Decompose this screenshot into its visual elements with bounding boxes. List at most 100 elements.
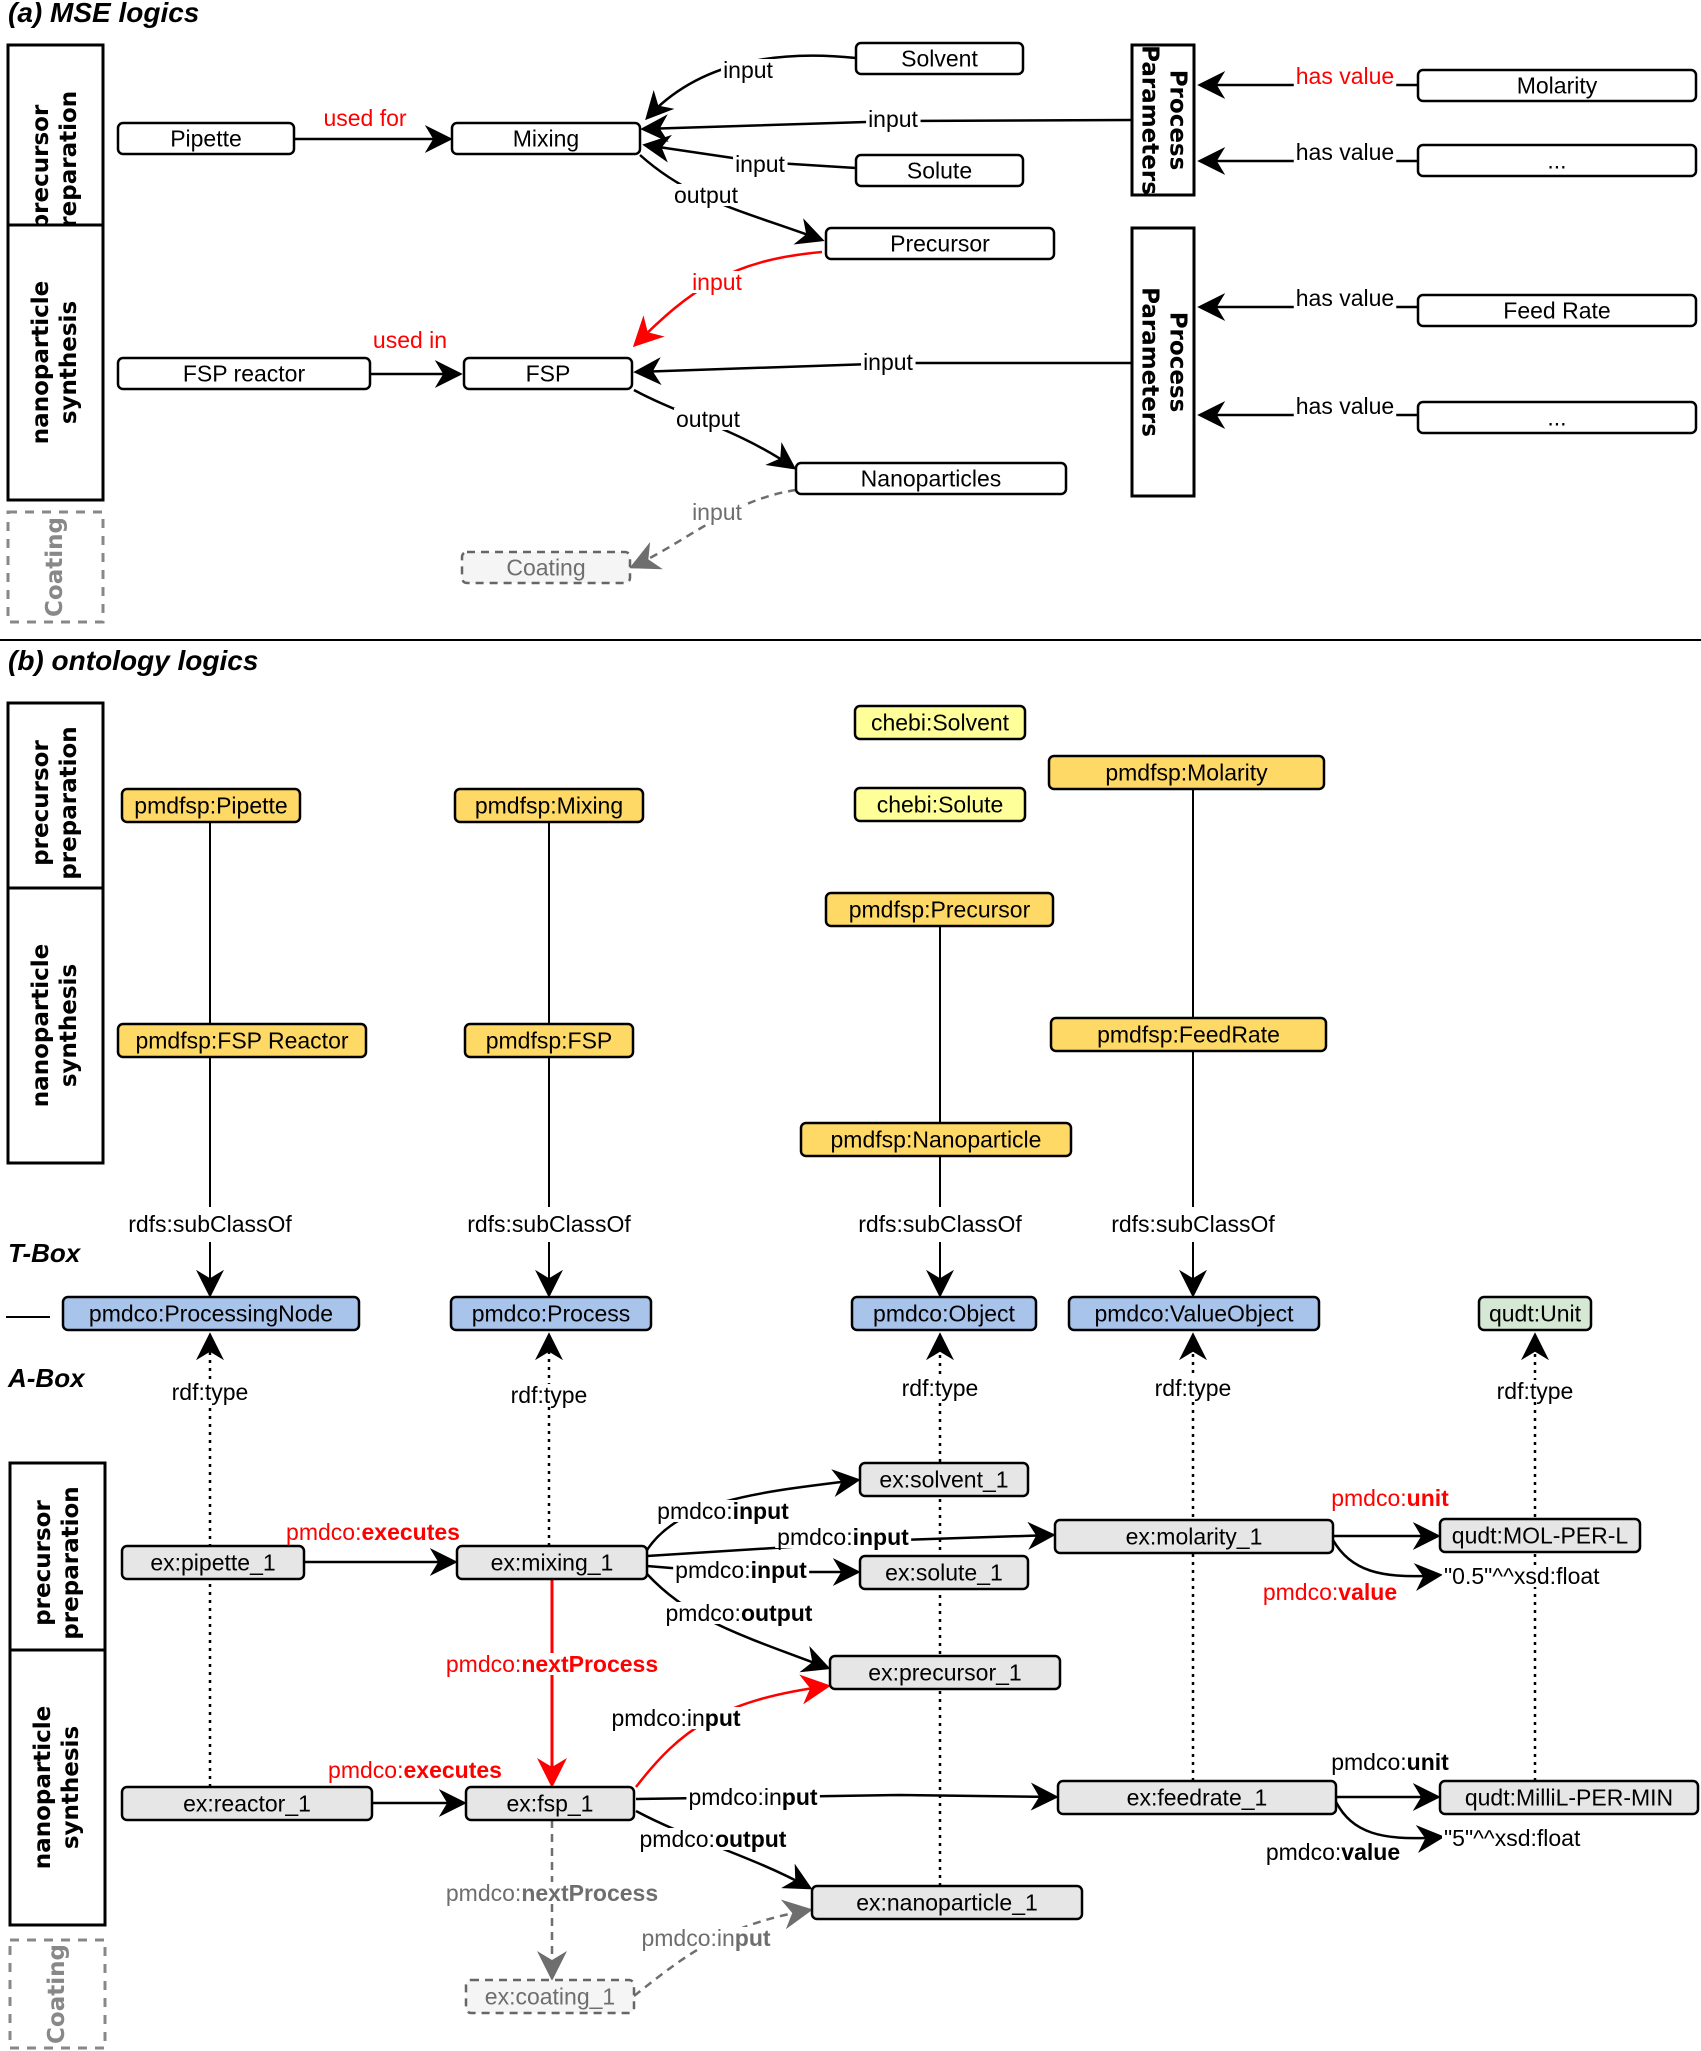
instance-ex-pipette-1[interactable]: ex:pipette_1 xyxy=(120,1544,306,1581)
label-prefix: pmdco:in xyxy=(611,1705,704,1731)
label-bold: input xyxy=(733,1498,790,1524)
instance-ex-mixing-1[interactable]: ex:mixing_1 xyxy=(455,1544,649,1581)
label-bg xyxy=(443,1653,661,1675)
instance-ex-reactor-1[interactable]: ex:reactor_1 xyxy=(120,1785,374,1822)
lane-label: synthesis xyxy=(56,301,82,424)
node-label: ex:coating_1 xyxy=(485,1984,615,2010)
class-pmdfsp-pipette[interactable]: pmdfsp:Pipette xyxy=(120,787,302,824)
lane-label: Process xyxy=(1165,70,1191,171)
instance-qudt-millil-per-min[interactable]: qudt:MilliL-PER-MIN xyxy=(1438,1779,1700,1816)
mse-node-fsp[interactable]: FSP xyxy=(462,356,634,391)
node-box xyxy=(854,41,1025,76)
rdf-type-label: rdf:type xyxy=(172,1379,249,1405)
class-pmdfsp-nanoparticle[interactable]: pmdfsp:Nanoparticle xyxy=(799,1121,1073,1158)
mse-node-nanoparticles[interactable]: Nanoparticles xyxy=(794,461,1068,496)
mse-node-fsp-reactor[interactable]: FSP reactor xyxy=(116,356,372,391)
lane-box xyxy=(8,1461,107,1665)
label-bg xyxy=(1152,1377,1234,1399)
node-label: ex:mixing_1 xyxy=(491,1550,614,1576)
label-bg xyxy=(866,108,921,130)
node-label: chebi:Solvent xyxy=(871,710,1010,736)
instance-ex-solvent-1[interactable]: ex:solvent_1 xyxy=(858,1461,1030,1498)
node-label: FSP reactor xyxy=(183,361,306,387)
class-pmdco-processingnode[interactable]: pmdco:ProcessingNode xyxy=(61,1295,361,1332)
node-box xyxy=(1477,1295,1593,1332)
class-pmdfsp-mixing[interactable]: pmdfsp:Mixing xyxy=(453,787,645,824)
class-pmdfsp-precursor[interactable]: pmdfsp:Precursor xyxy=(824,891,1055,928)
lane-label: preparation xyxy=(56,726,82,879)
label-bg xyxy=(733,153,788,175)
node-box xyxy=(453,787,645,824)
mse-node-solute[interactable]: Solute xyxy=(854,153,1025,188)
instance-ex-solute-1[interactable]: ex:solute_1 xyxy=(858,1554,1030,1591)
class-pmdco-process[interactable]: pmdco:Process xyxy=(449,1295,653,1332)
instance-ex-fsp-1[interactable]: ex:fsp_1 xyxy=(464,1785,636,1822)
node-box xyxy=(1438,1517,1642,1554)
node-label: ex:solvent_1 xyxy=(879,1467,1008,1493)
node-label: pmdfsp:FSP Reactor xyxy=(135,1028,348,1054)
label-bg xyxy=(856,1213,1025,1235)
mse-node-feed-rate[interactable]: Feed Rate xyxy=(1416,293,1698,328)
node-label: ex:solute_1 xyxy=(885,1560,1003,1586)
mse-node-ellipsis1[interactable]: ... xyxy=(1416,143,1698,178)
mse-node-mixing[interactable]: Mixing xyxy=(450,121,642,156)
mse-node-coating[interactable]: Coating xyxy=(460,550,632,585)
mse-node-precursor[interactable]: Precursor xyxy=(824,226,1056,261)
edge-label-e-hv-ell2: has value xyxy=(1296,393,1394,419)
section-a-title: (a) MSE logics xyxy=(8,0,199,28)
label-bg xyxy=(1442,1565,1603,1587)
relation-label-r-in-solvent: pmdco:input xyxy=(657,1498,789,1524)
class-pmdfsp-fsp[interactable]: pmdfsp:FSP xyxy=(463,1022,635,1059)
node-box xyxy=(810,1884,1084,1921)
mse-node-pipette[interactable]: Pipette xyxy=(116,121,296,156)
mse-node-ellipsis2[interactable]: ... xyxy=(1416,400,1698,435)
literal-0-5-float: "0.5"^^xsd:float xyxy=(1444,1563,1600,1589)
edge-precursor-input xyxy=(632,250,823,348)
node-box xyxy=(853,786,1027,823)
node-box xyxy=(120,1785,374,1822)
class-chebi-solute[interactable]: chebi:Solute xyxy=(853,786,1027,823)
edge-label-coating-input: input xyxy=(692,499,742,525)
node-label: Pipette xyxy=(170,126,242,152)
relation-label-r-next2: pmdco:nextProcess xyxy=(446,1880,658,1906)
label-bold: put xyxy=(705,1705,741,1731)
class-chebi-solvent[interactable]: chebi:Solvent xyxy=(853,704,1027,741)
class-pmdco-object[interactable]: pmdco:Object xyxy=(850,1295,1038,1332)
relation-label-r-in-prec: pmdco:input xyxy=(611,1705,740,1731)
node-label: ex:precursor_1 xyxy=(868,1660,1021,1686)
label-bg xyxy=(321,107,409,129)
label-bold: value xyxy=(1338,1579,1397,1605)
class-pmdfsp-fsp-reactor[interactable]: pmdfsp:FSP Reactor xyxy=(116,1022,368,1059)
node-label: Coating xyxy=(506,555,585,581)
relation-label-r-exec2: pmdco:executes xyxy=(328,1757,502,1783)
node-label: ... xyxy=(1547,405,1566,431)
instance-ex-precursor-1[interactable]: ex:precursor_1 xyxy=(828,1654,1062,1691)
label-bg xyxy=(672,184,741,206)
rdf-type-label: rdf:type xyxy=(1155,1375,1232,1401)
label-prefix: pmdco: xyxy=(640,1826,715,1852)
lane-label: synthesis xyxy=(56,964,82,1087)
label-bg xyxy=(639,1927,773,1949)
relation-label-r-in-molarity: pmdco:input xyxy=(777,1524,909,1550)
class-pmdco-valueobject[interactable]: pmdco:ValueObject xyxy=(1067,1295,1321,1332)
class-pmdfsp-molarity[interactable]: pmdfsp:Molarity xyxy=(1047,754,1326,791)
node-box xyxy=(61,1295,361,1332)
class-pmdfsp-feedrate[interactable]: pmdfsp:FeedRate xyxy=(1049,1016,1328,1053)
instance-qudt-mol-per-l[interactable]: qudt:MOL-PER-L xyxy=(1438,1517,1642,1554)
node-box xyxy=(1416,293,1698,328)
mse-node-solvent[interactable]: Solvent xyxy=(854,41,1025,76)
label-bg xyxy=(721,59,776,81)
class-qudt-unit[interactable]: qudt:Unit xyxy=(1477,1295,1593,1332)
node-label: pmdfsp:Precursor xyxy=(849,897,1031,923)
node-box xyxy=(858,1554,1030,1591)
node-label: pmdfsp:Nanoparticle xyxy=(831,1127,1042,1153)
mse-node-molarity[interactable]: Molarity xyxy=(1416,68,1698,103)
instance-ex-feedrate-1[interactable]: ex:feedrate_1 xyxy=(1056,1779,1338,1816)
node-box xyxy=(1056,1779,1338,1816)
instance-ex-coating-1[interactable]: ex:coating_1 xyxy=(464,1978,636,2015)
instance-ex-nanoparticle-1[interactable]: ex:nanoparticle_1 xyxy=(810,1884,1084,1921)
label-bg xyxy=(1329,1751,1452,1773)
instance-ex-molarity-1[interactable]: ex:molarity_1 xyxy=(1053,1518,1335,1555)
lane-label: preparation xyxy=(56,91,82,244)
